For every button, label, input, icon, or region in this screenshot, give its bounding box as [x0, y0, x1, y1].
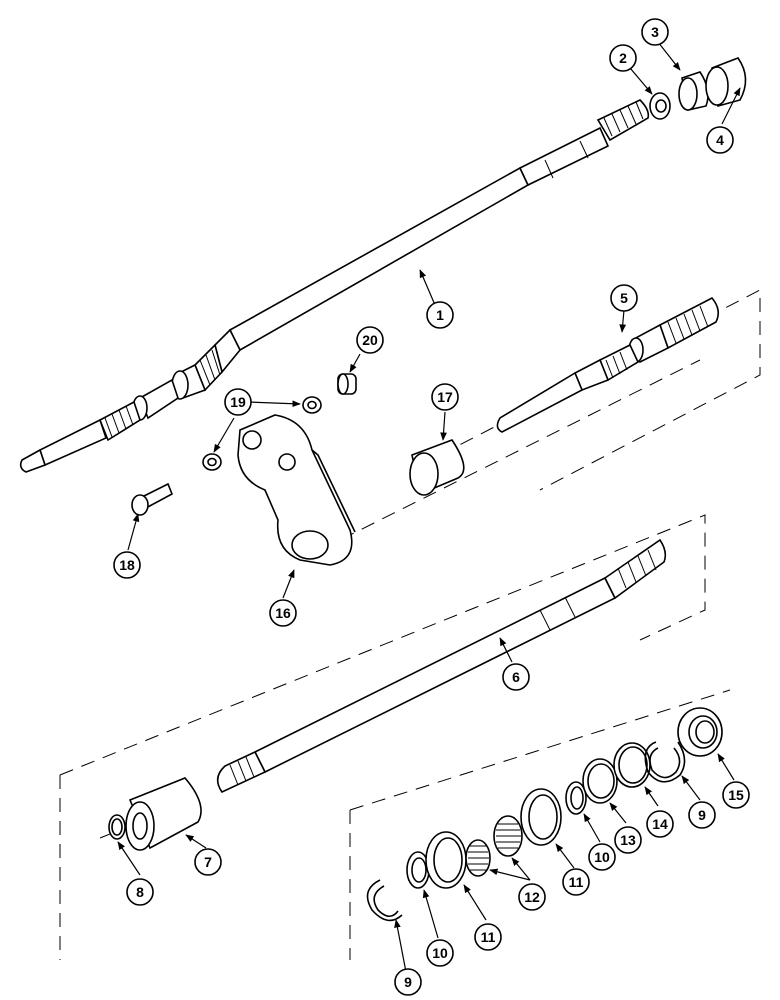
- cup-11-lower: [425, 831, 467, 889]
- callout-10-upper: 10: [588, 843, 616, 871]
- coupling-7: [125, 777, 202, 851]
- svg-text:19: 19: [230, 394, 246, 410]
- svg-text:20: 20: [362, 332, 378, 348]
- shaft-1: [19, 99, 650, 473]
- svg-text:8: 8: [136, 884, 144, 900]
- washer-19-lower: [202, 453, 222, 471]
- svg-text:2: 2: [619, 50, 627, 66]
- spacer-13: [582, 758, 618, 804]
- svg-text:11: 11: [569, 874, 584, 890]
- callout-11-lower: 11: [474, 923, 502, 951]
- snap-ring-8: [108, 814, 126, 840]
- shaft-5: [496, 296, 720, 433]
- cone-12-right: [493, 815, 523, 857]
- svg-text:16: 16: [275, 605, 291, 621]
- shaft-6: [216, 538, 667, 794]
- svg-text:1: 1: [436, 307, 444, 323]
- svg-text:17: 17: [437, 389, 453, 405]
- snap-ring-9-upper: [644, 741, 686, 783]
- callout-4: 4: [706, 126, 734, 154]
- callout-5: 5: [610, 284, 638, 312]
- bearing-cone-3: [678, 71, 709, 111]
- washer-19-upper: [302, 396, 322, 414]
- svg-text:5: 5: [620, 290, 628, 306]
- callout-14: 14: [646, 810, 674, 838]
- svg-text:9: 9: [404, 974, 412, 990]
- callout-9-upper: 9: [688, 801, 716, 829]
- callout-20: 20: [356, 326, 384, 354]
- callout-3: 3: [641, 18, 669, 46]
- svg-text:7: 7: [204, 854, 212, 870]
- ring-10-lower: [406, 851, 430, 889]
- svg-text:13: 13: [620, 832, 636, 848]
- callout-2: 2: [609, 44, 637, 72]
- cup-11-upper: [520, 788, 562, 846]
- ring-10-upper: [565, 781, 587, 815]
- svg-text:11: 11: [481, 929, 496, 945]
- svg-text:10: 10: [594, 849, 610, 865]
- callout-6: 6: [502, 663, 530, 691]
- callout-11-upper: 11: [562, 868, 590, 896]
- callout-7: 7: [194, 848, 222, 876]
- callout-8: 8: [126, 878, 154, 906]
- callout-13: 13: [614, 826, 642, 854]
- callout-15: 15: [722, 781, 750, 809]
- svg-text:15: 15: [728, 787, 744, 803]
- callout-19: 19: [224, 388, 252, 416]
- svg-text:10: 10: [432, 945, 448, 961]
- callout-10-lower: 10: [426, 939, 454, 967]
- callout-12: 12: [518, 883, 546, 911]
- svg-text:6: 6: [512, 669, 520, 685]
- washer-2: [649, 92, 671, 120]
- assembly-guide-lines: [59, 289, 761, 960]
- bolt-18: [131, 482, 174, 516]
- sleeve-17: [409, 439, 465, 496]
- lever-16: [237, 414, 356, 566]
- cone-12-left: [465, 839, 491, 877]
- svg-text:9: 9: [698, 807, 706, 823]
- svg-text:4: 4: [716, 132, 724, 148]
- spacer-14: [613, 742, 651, 788]
- svg-text:12: 12: [524, 889, 540, 905]
- callout-18: 18: [113, 551, 141, 579]
- bushing-20: [337, 373, 357, 395]
- svg-text:18: 18: [119, 557, 135, 573]
- callout-17: 17: [431, 383, 459, 411]
- callout-1: 1: [426, 301, 454, 329]
- svg-text:3: 3: [651, 24, 659, 40]
- bearing-cup-4: [705, 57, 747, 108]
- leader-lines: [117, 41, 741, 973]
- svg-text:14: 14: [652, 816, 668, 832]
- callout-9-lower: 9: [394, 968, 422, 996]
- snap-ring-9-lower: [366, 879, 403, 922]
- seal-15: [677, 707, 723, 757]
- callout-16: 16: [269, 599, 297, 627]
